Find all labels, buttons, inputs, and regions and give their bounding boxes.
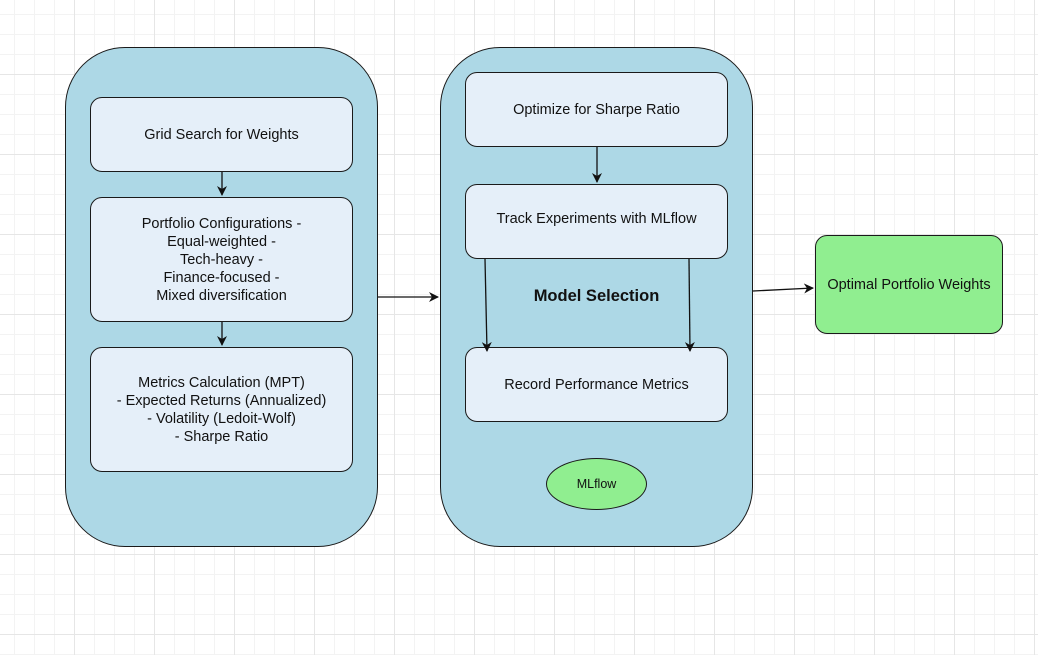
optimal-portfolio-weights-label: Optimal Portfolio Weights	[827, 276, 991, 293]
portfolio-configurations-node[interactable]: Portfolio Configurations - Equal-weighte…	[90, 197, 353, 322]
optimize-sharpe-label: Optimize for Sharpe Ratio	[513, 101, 680, 118]
record-metrics-node[interactable]: Record Performance Metrics	[465, 347, 728, 422]
record-metrics-label: Record Performance Metrics	[504, 376, 689, 393]
portfolio-configurations-label: Portfolio Configurations - Equal-weighte…	[141, 215, 302, 304]
grid-search-node[interactable]: Grid Search for Weights	[90, 97, 353, 172]
model-selection-label: Model Selection	[533, 287, 660, 305]
metrics-calculation-label: Metrics Calculation (MPT) - Expected Ret…	[116, 374, 327, 445]
optimize-sharpe-node[interactable]: Optimize for Sharpe Ratio	[465, 72, 728, 147]
track-experiments-label: Track Experiments with MLflow	[496, 210, 697, 227]
mlflow-label: MLflow	[576, 477, 617, 491]
optimal-portfolio-weights-node[interactable]: Optimal Portfolio Weights	[815, 235, 1003, 334]
track-experiments-node[interactable]: Track Experiments with MLflow	[465, 184, 728, 259]
metrics-calculation-node[interactable]: Metrics Calculation (MPT) - Expected Ret…	[90, 347, 353, 472]
grid-search-label: Grid Search for Weights	[144, 126, 299, 143]
mlflow-ellipse[interactable]: MLflow	[546, 458, 647, 510]
edge-middle-to-output	[752, 283, 814, 294]
